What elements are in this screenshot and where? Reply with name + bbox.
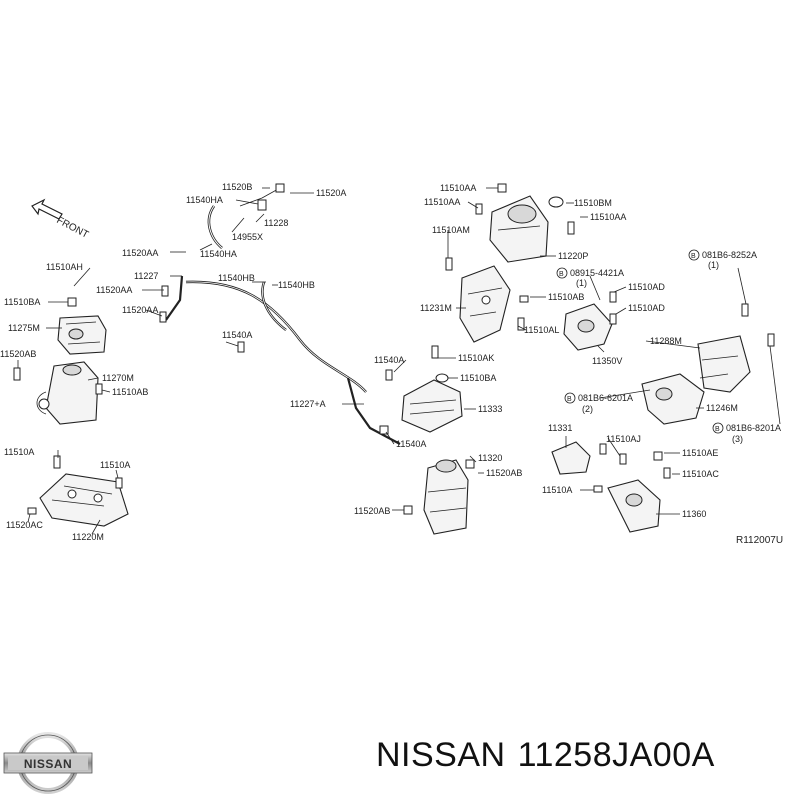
callout-label: (1) <box>708 260 719 270</box>
callout-label: 11275M <box>8 323 40 333</box>
callout-label: 11333 <box>478 404 502 414</box>
callout-label: 11520AB <box>354 506 390 516</box>
callout-label: 081B6-6201A <box>578 393 633 403</box>
callout-label: 11228 <box>264 218 288 228</box>
callout-label: 11510AK <box>458 353 494 363</box>
callout-label: 11510AA <box>590 212 626 222</box>
callout-label: 11288M <box>650 336 682 346</box>
callout-label: 11520AB <box>0 349 36 359</box>
callout-label: 11320 <box>478 453 502 463</box>
callout-label: 11510AH <box>46 262 83 272</box>
callout-label: 11510AJ <box>606 434 641 444</box>
brand-name: NISSAN <box>376 736 506 774</box>
callout-label: 11510AB <box>112 387 148 397</box>
callout-label: 11246M <box>706 403 738 413</box>
callout-label: 11227 <box>134 271 158 281</box>
callout-label: 11540HB <box>278 280 315 290</box>
callout-label: 11270M <box>102 373 134 383</box>
callout-label: 11520AA <box>122 305 158 315</box>
callout-label: 11510AA <box>424 197 460 207</box>
callout-label: 11510BA <box>4 297 40 307</box>
left-mount-assembly <box>13 297 129 527</box>
callout-label: 11540A <box>374 355 404 365</box>
callout-label: 11227+A <box>290 399 326 409</box>
callout-label: 11510AL <box>524 325 559 335</box>
callout-label: 11510A <box>542 485 572 495</box>
part-caption: NISSAN 11258JA00A <box>376 736 796 775</box>
callout-label: (2) <box>582 404 593 414</box>
front-label: FRONT <box>55 215 91 241</box>
callout-label: 11510AC <box>682 469 719 479</box>
callout-label: 11540HA <box>186 195 223 205</box>
leader-lines <box>17 187 781 535</box>
right-mount-assembly <box>551 291 775 533</box>
svg-text:B: B <box>691 253 696 260</box>
callout-label: 11520AC <box>6 520 43 530</box>
svg-text:B: B <box>715 426 720 433</box>
part-number: 11258JA00A <box>517 736 715 774</box>
callout-label: 11510A <box>100 460 130 470</box>
callout-label: 11520AB <box>486 468 522 478</box>
callout-label: 11510AE <box>682 448 718 458</box>
callout-label: 11220P <box>558 251 588 261</box>
callout-label: 11510BA <box>460 373 496 383</box>
nissan-logo-icon: NISSAN <box>3 732 93 794</box>
callout-label: 11540A <box>222 330 252 340</box>
logo-text: NISSAN <box>24 757 72 771</box>
callout-label: 08915-4421A <box>570 268 624 278</box>
callout-label: 11520A <box>316 188 346 198</box>
callout-label: 081B6-8252A <box>702 250 757 260</box>
center-top-mount <box>445 183 575 343</box>
callout-label: 11540HA <box>200 249 237 259</box>
callout-label: 11510A <box>4 447 34 457</box>
callout-label: 11231M <box>420 303 452 313</box>
callout-label: 11510AD <box>628 282 665 292</box>
callout-label: 11520AA <box>122 248 158 258</box>
callout-label: 11520B <box>222 182 252 192</box>
svg-text:B: B <box>559 271 564 278</box>
callout-label: 11510AD <box>628 303 665 313</box>
callout-label: 11520AA <box>96 285 132 295</box>
callout-label: 11510BM <box>574 198 612 208</box>
front-arrow-icon <box>31 198 63 220</box>
callout-label: 11350V <box>592 356 622 366</box>
callout-label: (3) <box>732 434 743 444</box>
callout-label: 11540A <box>396 439 426 449</box>
center-lower-mount <box>401 345 475 535</box>
callout-label: 11510AM <box>432 225 470 235</box>
svg-text:B: B <box>567 396 572 403</box>
callout-label: 081B6-8201A <box>726 423 781 433</box>
callout-label: 11510AB <box>548 292 584 302</box>
hose-assembly <box>159 183 401 445</box>
callout-label: 11331 <box>548 423 572 433</box>
reference-code: R112007U <box>736 535 783 546</box>
callout-label: 11510AA <box>440 183 476 193</box>
callout-label: 11540HB <box>218 273 255 283</box>
callout-label: 11220M <box>72 532 104 542</box>
callout-label: 14955X <box>232 232 263 242</box>
callout-label: (1) <box>576 278 587 288</box>
callout-labels: 11520B 11520A 11540HA 11228 14955X 11540… <box>0 182 783 546</box>
callout-label: 11360 <box>682 509 706 519</box>
